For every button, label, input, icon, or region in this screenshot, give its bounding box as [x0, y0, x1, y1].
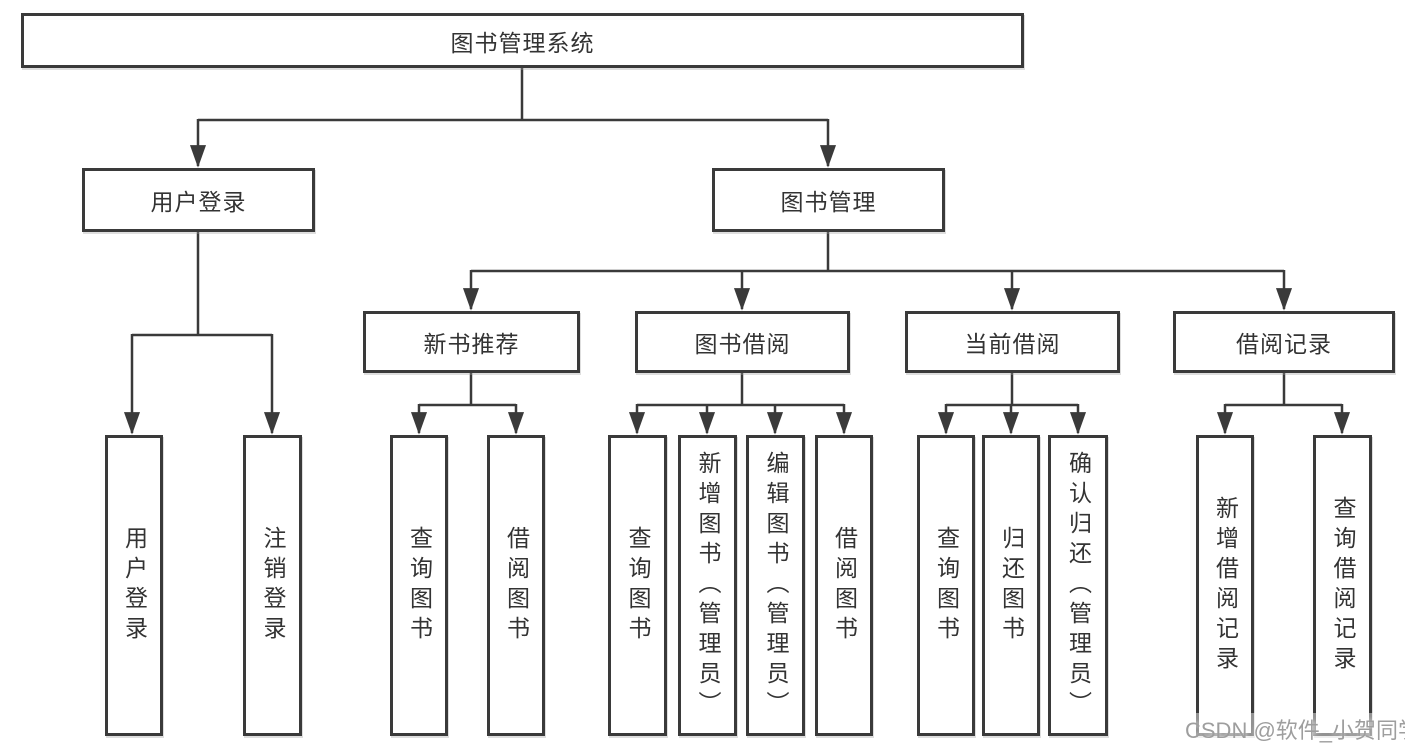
leaf-borrow-books: 借阅图书	[487, 435, 545, 736]
leaf-logout: 注销登录	[243, 435, 302, 736]
leaf-label: 查询图书	[933, 525, 960, 646]
leaf-label: 用户登录	[121, 525, 148, 646]
leaf-return-books: 归还图书	[982, 435, 1040, 736]
connector-borrow-record-split	[1225, 373, 1342, 407]
leaf-add-borrow-record: 新增借阅记录	[1196, 435, 1254, 736]
connector-new-book-rec-split	[419, 373, 516, 407]
leaf-label: 查询图书	[406, 525, 433, 646]
leaf-label: 编辑图书（管理员）	[763, 450, 789, 721]
leaf-label: 确认归还（管理员）	[1065, 450, 1092, 721]
leaf-user-login: 用户登录	[105, 435, 163, 736]
csdn-watermark: CSDN @软件_小贺同学	[1183, 713, 1405, 745]
leaf-label: 注销登录	[260, 525, 286, 646]
leaf-query-books: 查询图书	[917, 435, 975, 736]
leaf-label: 新增图书（管理员）	[695, 450, 721, 721]
leaf-query-borrow-record: 查询借阅记录	[1313, 435, 1372, 736]
leaf-confirm-return-admin: 确认归还（管理员）	[1048, 435, 1108, 736]
leaf-label: 查询图书	[625, 525, 651, 646]
leaf-add-books-admin: 新增图书（管理员）	[678, 435, 737, 736]
connector-user-login-split	[132, 232, 272, 337]
node-borrow-record: 借阅记录	[1173, 311, 1395, 373]
node-root: 图书管理系统	[21, 13, 1024, 68]
connector-root-split	[198, 68, 828, 122]
connector-current-borrow-split	[946, 373, 1078, 407]
connector-book-mgmt-split	[471, 232, 1284, 273]
node-book-mgmt: 图书管理	[712, 168, 945, 232]
node-user-login: 用户登录	[82, 168, 315, 232]
connector-book-borrow-split	[637, 373, 844, 407]
leaf-label: 归还图书	[998, 525, 1025, 646]
leaf-query-books: 查询图书	[608, 435, 667, 736]
leaf-borrow-books: 借阅图书	[815, 435, 873, 736]
leaf-query-books: 查询图书	[390, 435, 448, 736]
node-book-borrow: 图书借阅	[635, 311, 850, 373]
node-new-book-rec: 新书推荐	[363, 311, 580, 373]
node-current-borrow: 当前借阅	[905, 311, 1120, 373]
leaf-label: 新增借阅记录	[1212, 495, 1239, 676]
leaf-edit-books-admin: 编辑图书（管理员）	[746, 435, 805, 736]
leaf-label: 查询借阅记录	[1330, 495, 1356, 676]
leaf-label: 借阅图书	[503, 525, 530, 646]
leaf-label: 借阅图书	[831, 525, 858, 646]
